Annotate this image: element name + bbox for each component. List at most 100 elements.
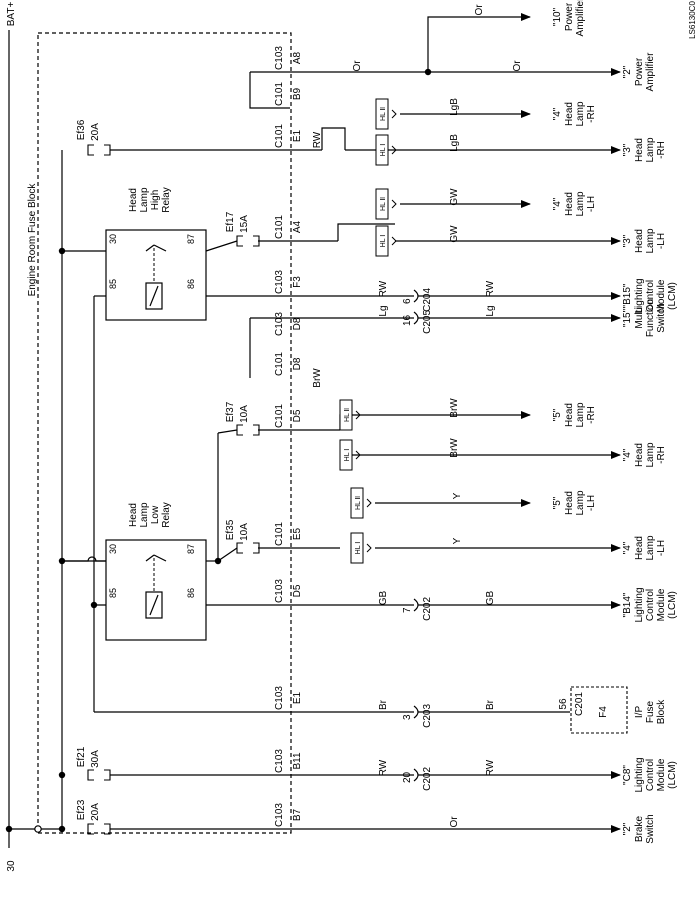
dest-label: Head — [634, 229, 645, 253]
dest-label: Power — [564, 2, 575, 31]
inline-symbol — [413, 598, 419, 612]
connector-id: C101 — [274, 124, 285, 148]
dest-pin: "2" — [622, 822, 633, 835]
wire-color-or-b7: Or — [449, 816, 460, 828]
connector-pin: E1 — [292, 129, 303, 142]
relay-title: Lamp — [139, 502, 150, 527]
fuse-body — [87, 144, 94, 156]
dest-label: Lighting — [634, 757, 645, 792]
connector-id: C103 — [274, 46, 285, 70]
dest-label: -RH — [656, 141, 667, 159]
relay-contact — [153, 554, 167, 562]
wire-color-lgb-lower: LgB — [449, 134, 460, 152]
relay-title: Head — [128, 188, 139, 212]
lamp-tag-hl2-rh-d5: HL Ⅱ — [339, 399, 361, 431]
dest-label: Module — [656, 758, 667, 791]
connector-id: C103 — [274, 312, 285, 336]
inline-pin: 6 — [402, 298, 413, 304]
fuse-body — [236, 235, 243, 247]
inline-conn: C202 — [422, 597, 433, 621]
dest-label: -LH — [586, 495, 597, 511]
tag-lead — [391, 199, 397, 209]
dest-label: -LH — [656, 540, 667, 556]
relay-pin: 86 — [186, 588, 196, 598]
relay-pin: 87 — [186, 544, 196, 554]
relay-title: Lamp — [139, 187, 150, 212]
dest-pin: "2" — [622, 65, 633, 78]
tag-box — [375, 134, 389, 166]
dest-label: Head — [634, 443, 645, 467]
dest-label: Lighting — [634, 587, 645, 622]
b9-link — [249, 72, 290, 109]
diagram-id: LS6130C0 — [688, 1, 697, 39]
fuse-body — [104, 823, 111, 835]
dest-label: Head — [634, 536, 645, 560]
dest-pin: "4" — [552, 197, 563, 210]
dest-label: Head — [564, 102, 575, 126]
fuse-body — [104, 769, 111, 781]
dest-label: Head — [564, 192, 575, 216]
relay-title: Head — [128, 503, 139, 527]
dest-label: (LCM) — [667, 761, 678, 789]
dest-label: Head — [564, 403, 575, 427]
wire-color-br-right: Br — [485, 699, 496, 710]
tag-lead — [355, 410, 361, 420]
ip-fuse: F4 — [598, 706, 609, 718]
tag-lead — [391, 145, 397, 155]
connector-pin: A4 — [292, 220, 303, 233]
dest-label: -RH — [656, 446, 667, 464]
relay-title: Relay — [161, 187, 172, 213]
relay-box — [105, 229, 207, 321]
wire — [217, 547, 238, 562]
tag-box — [350, 532, 364, 564]
fuse-rating: 20A — [90, 803, 101, 821]
wire-color-gb-right: GB — [485, 590, 496, 605]
tag-box — [375, 225, 389, 257]
connector-pin: D5 — [292, 409, 303, 422]
dest-label: -LH — [586, 196, 597, 212]
dest-pin: "10" — [552, 7, 563, 26]
rw-to-lamp — [321, 127, 346, 150]
fuse-rating: 10A — [239, 405, 250, 423]
tag-text: HL Ⅱ — [380, 107, 387, 121]
dest-label: Lamp — [645, 228, 656, 253]
tag-text: HL Ⅰ — [355, 542, 362, 555]
dest-label: Control — [645, 589, 656, 621]
relay-pin: 85 — [108, 279, 118, 289]
fuse-body — [236, 424, 243, 436]
bus-splice — [58, 825, 66, 833]
connector-id: C103 — [274, 803, 285, 827]
tag-lead — [391, 109, 397, 119]
dest-label: Lamp — [575, 191, 586, 216]
relay-coil — [145, 282, 163, 310]
dest-label: Head — [564, 491, 575, 515]
inline-conn: C205 — [422, 310, 433, 334]
wire-color-br-left: Br — [378, 699, 389, 710]
tag-box — [339, 439, 353, 471]
fuse-body — [253, 542, 260, 554]
relay-pin: 86 — [186, 279, 196, 289]
fuse-rating: 10A — [239, 523, 250, 541]
dest-label: Switch — [645, 814, 656, 843]
tag-box — [375, 98, 389, 130]
dest-label: (LCM) — [667, 591, 678, 619]
tag-lead — [366, 498, 372, 508]
ground-number: 30 — [6, 860, 17, 872]
dest-label: Amplifier — [575, 0, 586, 36]
relay-title: Low — [150, 505, 161, 524]
fuse-name: Ef21 — [76, 746, 87, 767]
tag-lead — [391, 236, 397, 246]
wire — [205, 240, 238, 252]
dest-label: Function — [645, 299, 656, 337]
dest-pin: "3" — [622, 143, 633, 156]
connector-pin: A8 — [292, 51, 303, 64]
dest-label: (LCM) — [667, 282, 678, 310]
